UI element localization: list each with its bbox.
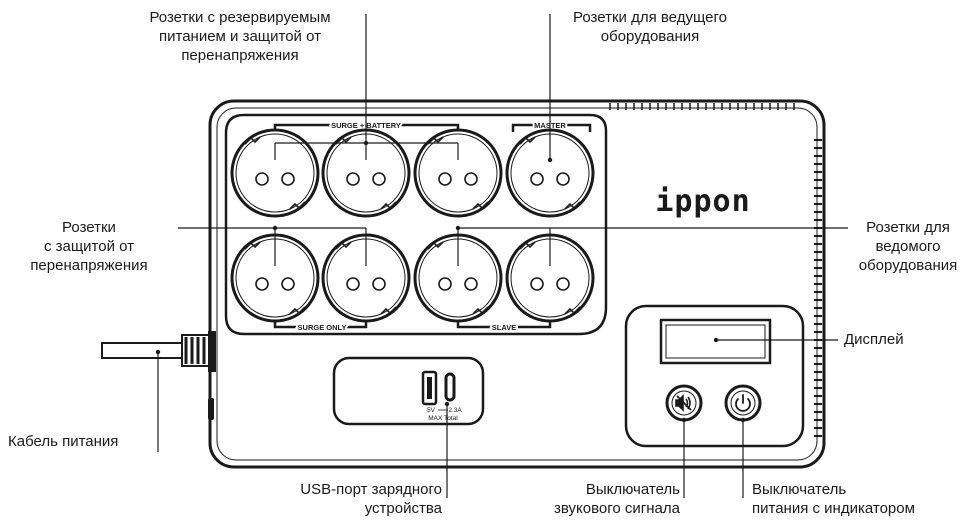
- callout-backup-line-2: питанием и защитой от: [159, 28, 321, 45]
- callout-slave-outlets: Розетки для ведомого оборудования: [844, 218, 972, 275]
- callout-surge-outlets: Розетки с защитой от перенапряжения: [6, 218, 172, 275]
- mute-icon: [675, 394, 692, 412]
- mute-button[interactable]: [665, 384, 703, 422]
- callout-power-cable: Кабель питания: [8, 433, 119, 450]
- usb-spec-current: 2.3A: [448, 407, 462, 414]
- callout-power-line-1: Выключатель: [752, 481, 847, 498]
- callout-power-switch: Выключатель питания с индикатором: [752, 480, 970, 518]
- top-vent: [609, 103, 795, 110]
- power-icon: [735, 394, 751, 412]
- callout-sound-line-1: Выключатель: [585, 481, 680, 498]
- label-surge-only: SURGE ONLY: [298, 323, 347, 332]
- callout-slave-line-3: оборудования: [858, 257, 958, 274]
- power-cable: [101, 331, 216, 372]
- callout-surge-line-3: перенапряжения: [30, 257, 148, 274]
- brand-logo: ippon: [655, 184, 750, 219]
- callout-usb-line-2: устройства: [364, 500, 442, 517]
- usb-spec-voltage: 5V: [427, 407, 436, 414]
- callout-master-line-1: Розетки для ведущего: [573, 9, 727, 26]
- callout-surge-line-1: Розетки: [62, 219, 116, 236]
- callout-backup-line-3: перенапряжения: [181, 47, 299, 64]
- leader-dots: [155, 140, 746, 423]
- side-latch: [208, 398, 214, 420]
- callout-display: Дисплей: [844, 331, 904, 348]
- callout-sound-switch: Выключатель звукового сигнала: [500, 480, 680, 518]
- callout-surge-line-2: с защитой от: [43, 238, 135, 255]
- callout-slave-line-1: Розетки для: [866, 219, 950, 236]
- callout-usb-line-1: USB-порт зарядного: [300, 481, 442, 498]
- callout-backup-outlets: Розетки с резервируемым питанием и защит…: [116, 8, 364, 65]
- label-slave: SLAVE: [492, 323, 516, 332]
- callout-usb-port: USB-порт зарядного устройства: [240, 480, 442, 518]
- side-vent: [814, 139, 822, 437]
- lcd-display: [659, 318, 772, 365]
- power-button[interactable]: [724, 384, 762, 422]
- callout-master-line-2: оборудования: [600, 28, 700, 45]
- callout-sound-line-2: звукового сигнала: [554, 500, 680, 517]
- usb-panel: [332, 356, 485, 426]
- callout-master-outlets: Розетки для ведущего оборудования: [555, 8, 745, 46]
- callout-backup-line-1: Розетки с резервируемым: [149, 9, 331, 26]
- usb-spec-max: MAX Total: [428, 415, 458, 422]
- usb-c-port: [444, 372, 456, 402]
- leader-lines: [157, 14, 848, 498]
- callout-slave-line-2: ведомого: [875, 238, 941, 255]
- callout-power-line-2: питания с индикатором: [752, 500, 915, 517]
